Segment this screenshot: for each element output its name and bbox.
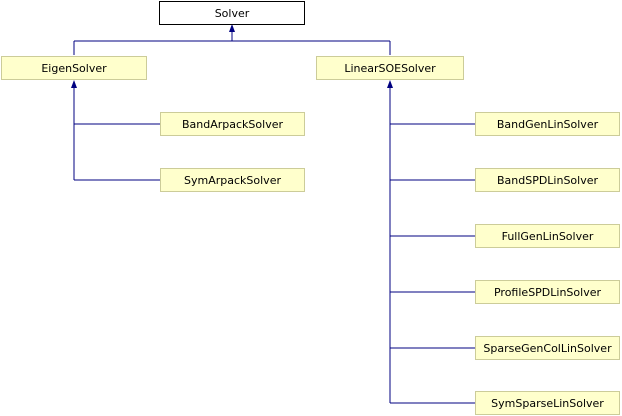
node-sym-arpack-solver[interactable]: SymArpackSolver bbox=[160, 168, 305, 192]
arrowhead-linear-soe-solver bbox=[387, 80, 393, 88]
node-eigen-solver[interactable]: EigenSolver bbox=[1, 56, 147, 80]
arrowhead-eigen-solver bbox=[71, 80, 77, 88]
node-band-spd-lin-solver[interactable]: BandSPDLinSolver bbox=[475, 168, 620, 192]
edge-linear-children bbox=[389, 86, 475, 404]
node-band-gen-lin-solver[interactable]: BandGenLinSolver bbox=[475, 112, 620, 136]
node-full-gen-lin-solver[interactable]: FullGenLinSolver bbox=[475, 224, 620, 248]
node-solver: Solver bbox=[159, 1, 305, 25]
edge-eigen-children bbox=[73, 86, 160, 181]
node-sparse-gen-col-lin-solver[interactable]: SparseGenColLinSolver bbox=[475, 336, 620, 360]
node-band-arpack-solver[interactable]: BandArpackSolver bbox=[160, 112, 305, 136]
node-linear-soe-solver[interactable]: LinearSOESolver bbox=[316, 56, 464, 80]
node-sym-sparse-lin-solver[interactable]: SymSparseLinSolver bbox=[475, 391, 620, 415]
edge-solver-children bbox=[73, 30, 391, 55]
node-profile-spd-lin-solver[interactable]: ProfileSPDLinSolver bbox=[475, 280, 620, 304]
arrowhead-solver bbox=[229, 24, 235, 32]
